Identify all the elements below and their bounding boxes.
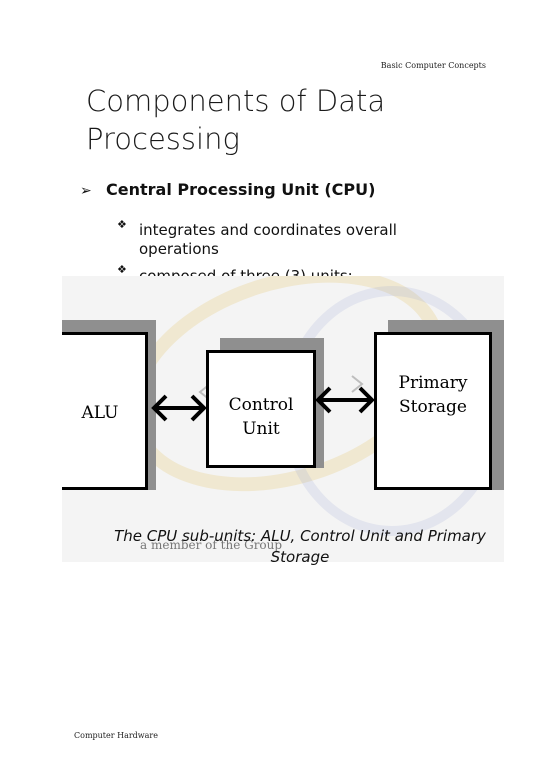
cpu-diagram: ALU Control Unit Primary Storage a membe… xyxy=(62,276,504,562)
double-arrow-icon xyxy=(315,386,375,414)
footer-text: Computer Hardware xyxy=(74,731,158,740)
alu-box: ALU xyxy=(62,332,148,490)
primary-storage-box: Primary Storage xyxy=(374,332,492,490)
primary-storage-label: Primary Storage xyxy=(398,373,468,417)
figure-caption: The CPU sub-units: ALU, Control Unit and… xyxy=(114,527,486,566)
watermark-text: a member of the Group xyxy=(140,538,283,552)
arrow-bullet-icon: ➢ xyxy=(80,183,92,199)
cpu-heading: Central Processing Unit (CPU) xyxy=(106,180,376,199)
page-title: Components of Data Processing xyxy=(86,84,386,156)
diagram-arrows xyxy=(151,375,375,422)
double-arrow-icon xyxy=(151,394,207,422)
header-text: Basic Computer Concepts xyxy=(380,61,486,70)
diamond-bullet-icon: ❖ xyxy=(117,263,127,276)
sub-bullet-text: integrates and coordinates overall opera… xyxy=(139,221,397,258)
diamond-bullet-icon: ❖ xyxy=(117,218,127,231)
control-unit-box: Control Unit xyxy=(206,350,316,468)
alu-label: ALU xyxy=(81,403,119,423)
control-unit-label: Control Unit xyxy=(228,395,294,439)
